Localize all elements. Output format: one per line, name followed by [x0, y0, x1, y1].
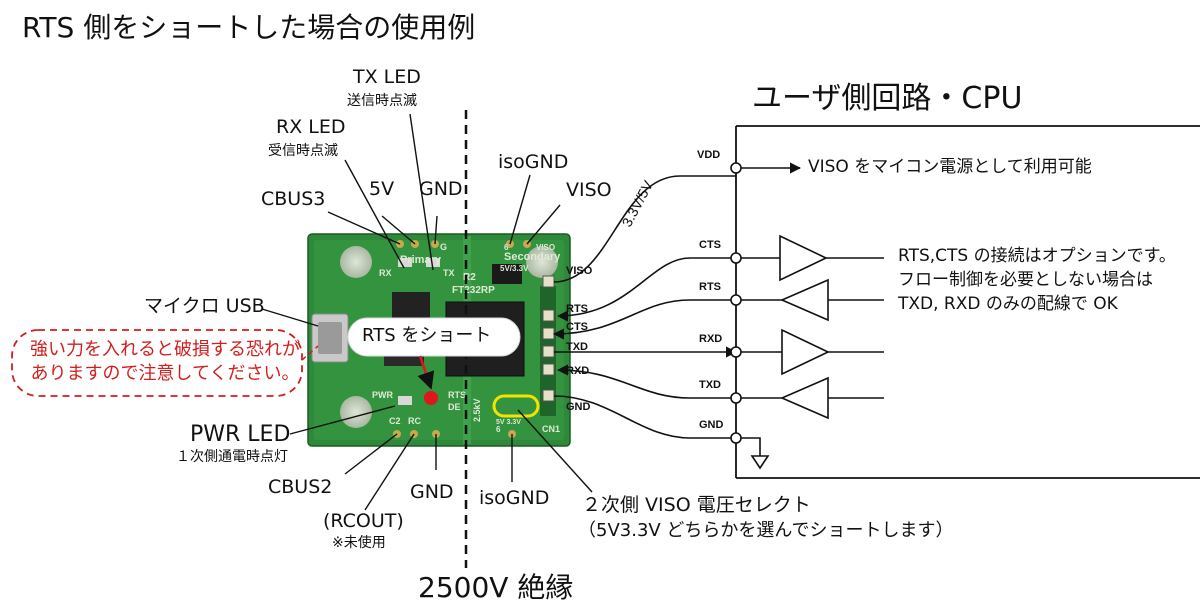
- silk-rev: R2: [463, 272, 476, 283]
- silk-model: FT232RP: [452, 285, 495, 296]
- user-circuit-title: ユーザ側回路・CPU: [752, 81, 1023, 116]
- isognd-bottom-label: isoGND: [479, 487, 550, 509]
- rts-short-bubble: [347, 317, 521, 357]
- rx-led-sub: 受信時点滅: [268, 143, 338, 159]
- gnd-top-label: GND: [419, 178, 463, 200]
- viso-select-line1: ２次側 VISO 電圧セレクト: [582, 494, 811, 516]
- micro-usb-label: マイクロ USB: [144, 295, 265, 317]
- label-vdd: VDD: [697, 149, 720, 161]
- rcout-sub: ※未使用: [332, 535, 386, 551]
- silk-viso: VISO: [536, 243, 555, 252]
- silk-tx: TX: [443, 268, 455, 278]
- pin-label-rts: RTS: [566, 303, 588, 315]
- warning-line2: ありますので注意してください。: [30, 363, 300, 385]
- rts-short-text: RTS をショート: [362, 325, 492, 346]
- rts-short-point: [424, 391, 438, 405]
- silk-secondary: Secondary: [504, 251, 561, 263]
- buffers: [741, 234, 884, 420]
- silk-6-bottom: 6: [496, 425, 501, 434]
- pin-label-txd: TXD: [566, 341, 588, 353]
- isolation-label: 2500V 絶縁: [418, 571, 574, 604]
- silk-de: DE: [448, 402, 461, 412]
- rx-led-label: RX LED: [276, 116, 346, 138]
- silk-2-5kv: 2.5kV: [472, 398, 482, 422]
- mount-hole-top-right: [526, 246, 558, 278]
- silk-primary: Primary: [400, 254, 442, 266]
- warning-bubble-outline: [11, 329, 303, 397]
- option-note-1: RTS,CTS の接続はオプションです。: [898, 246, 1176, 266]
- silk-5v-3v-small: 5V 3.3V: [496, 419, 521, 426]
- pin-label-cts: CTS: [566, 321, 588, 333]
- page-title: RTS 側をショートした場合の使用例: [22, 11, 476, 44]
- mount-hole-top-left: [340, 246, 372, 278]
- 5v-label: 5V: [369, 178, 395, 200]
- tx-led-label: TX LED: [353, 66, 421, 88]
- label-gnd-user: GND: [699, 419, 724, 431]
- pin-label-rxd: RXD: [566, 365, 589, 377]
- viso-select-jumper: [492, 394, 540, 418]
- tx-led-sub: 送信時点滅: [347, 93, 417, 109]
- label-rts-user: RTS: [699, 281, 721, 293]
- silk-cn1: CN1: [542, 424, 560, 434]
- option-note-2: フロー制御を必要としない場合は: [898, 270, 1153, 290]
- voltage-label: 3.3V/5V: [619, 177, 657, 229]
- silk-6-top: 6: [504, 243, 509, 252]
- mount-hole-bottom-left: [340, 396, 372, 428]
- cbus2-label: CBUS2: [268, 476, 333, 498]
- label-cts-user: CTS: [699, 239, 721, 251]
- silk-5v33: 5V/3.3V: [500, 264, 529, 273]
- warning-text: 強い力を入れると破損する恐れが ありますので注意してください。: [30, 338, 300, 387]
- silk-g: G: [440, 242, 447, 252]
- gnd-bottom-label: GND: [410, 481, 454, 503]
- silk-rc: RC: [408, 416, 421, 426]
- viso-power-note: VISO をマイコン電源として利用可能: [808, 157, 1092, 177]
- pwr-led-label: PWR LED: [190, 422, 291, 447]
- option-note-3: TXD, RXD のみの配線で OK: [898, 294, 1118, 314]
- user-terminals: [730, 162, 742, 444]
- secondary-leaders: [509, 174, 593, 493]
- pwr-led-sub: １次側通電時点灯: [176, 449, 288, 465]
- pin-label-viso: VISO: [566, 265, 593, 277]
- silk-pwr: PWR: [372, 390, 393, 400]
- pin-label-gnd: GND: [566, 401, 591, 413]
- isognd-top-label: isoGND: [498, 151, 569, 173]
- silk-rx: RX: [379, 268, 392, 278]
- label-txd-user: TXD: [699, 379, 721, 391]
- signal-wires: [552, 175, 738, 439]
- label-rxd-user: RXD: [699, 333, 722, 345]
- primary-leaders: [261, 113, 438, 511]
- warning-line1: 強い力を入れると破損する恐れが: [30, 339, 300, 360]
- silk-c2: C2: [389, 416, 401, 426]
- viso-top-label: VISO: [566, 179, 612, 201]
- cbus3-label: CBUS3: [261, 188, 326, 210]
- rcout-label: (RCOUT): [323, 510, 404, 532]
- ground-symbol: [741, 437, 770, 470]
- viso-select-line2: （5V3.3V どちらかを選んでショートします）: [578, 520, 954, 541]
- silk-rts: RTS: [448, 390, 466, 400]
